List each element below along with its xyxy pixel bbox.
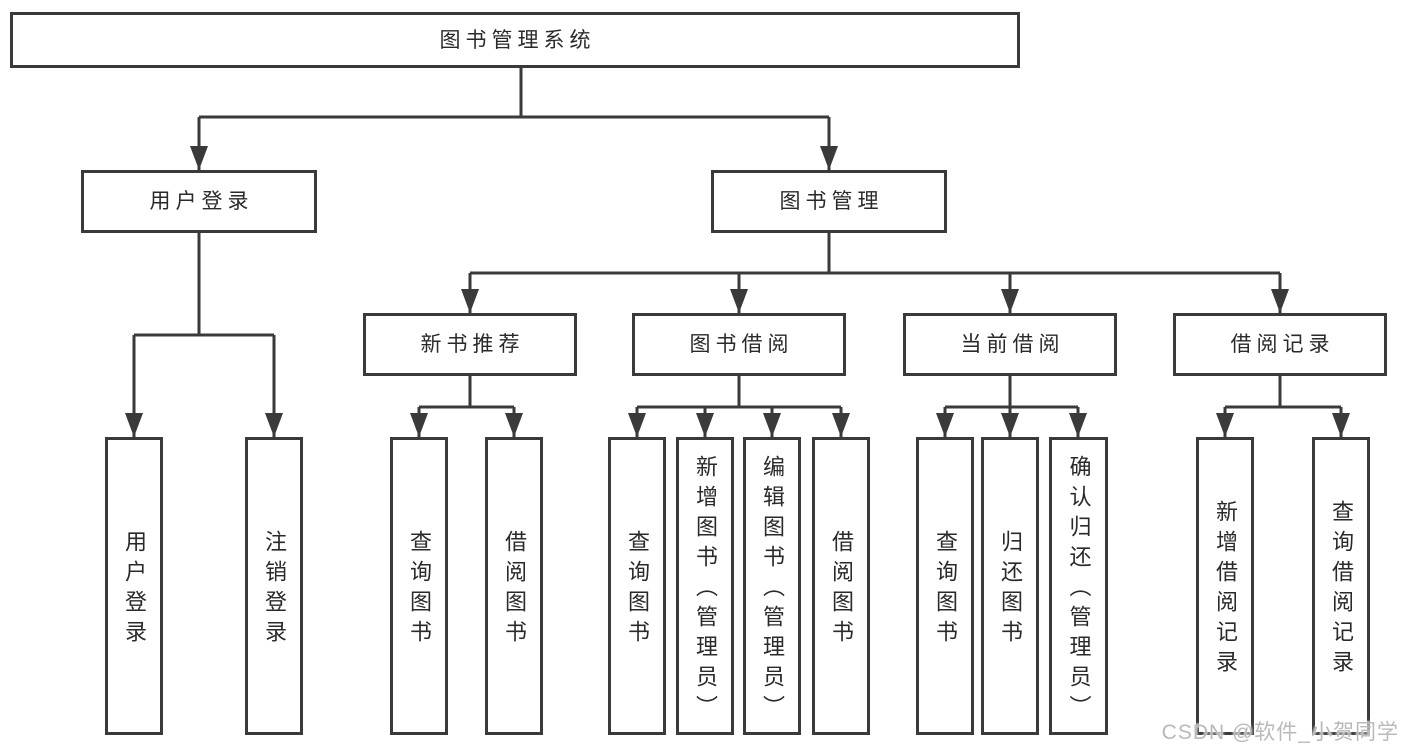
node-new-book-recommendation: 新书推荐 xyxy=(363,313,577,376)
node-library-system: 图书管理系统 xyxy=(10,12,1020,68)
leaf-add-borrow-record: 新增借阅记录 xyxy=(1196,437,1254,735)
node-current-borrowing: 当前借阅 xyxy=(903,313,1117,376)
leaf-edit-book-admin: 编辑图书（管理员） xyxy=(743,437,801,735)
node-book-management: 图书管理 xyxy=(711,170,947,233)
leaf-user-login: 用户登录 xyxy=(105,437,163,735)
leaf-query-books-borrowing: 查询图书 xyxy=(608,437,666,735)
node-book-borrowing: 图书借阅 xyxy=(632,313,846,376)
arrowheads xyxy=(125,146,1350,437)
tree-edges xyxy=(132,68,1343,437)
leaf-confirm-return-admin: 确认归还（管理员） xyxy=(1049,437,1108,735)
leaf-query-books-recommend: 查询图书 xyxy=(390,437,448,735)
leaf-borrow-books-borrowing: 借阅图书 xyxy=(812,437,870,735)
csdn-watermark: CSDN @软件_小贺同学 xyxy=(1161,721,1399,744)
leaf-return-books: 归还图书 xyxy=(981,437,1039,735)
leaf-query-borrow-record: 查询借阅记录 xyxy=(1312,437,1370,735)
node-user-login: 用户登录 xyxy=(81,170,317,233)
node-borrowing-records: 借阅记录 xyxy=(1173,313,1387,376)
leaf-borrow-books-recommend: 借阅图书 xyxy=(485,437,543,735)
leaf-add-book-admin: 新增图书（管理员） xyxy=(676,437,734,735)
leaf-logout: 注销登录 xyxy=(245,437,303,735)
leaf-query-books-current: 查询图书 xyxy=(916,437,974,735)
